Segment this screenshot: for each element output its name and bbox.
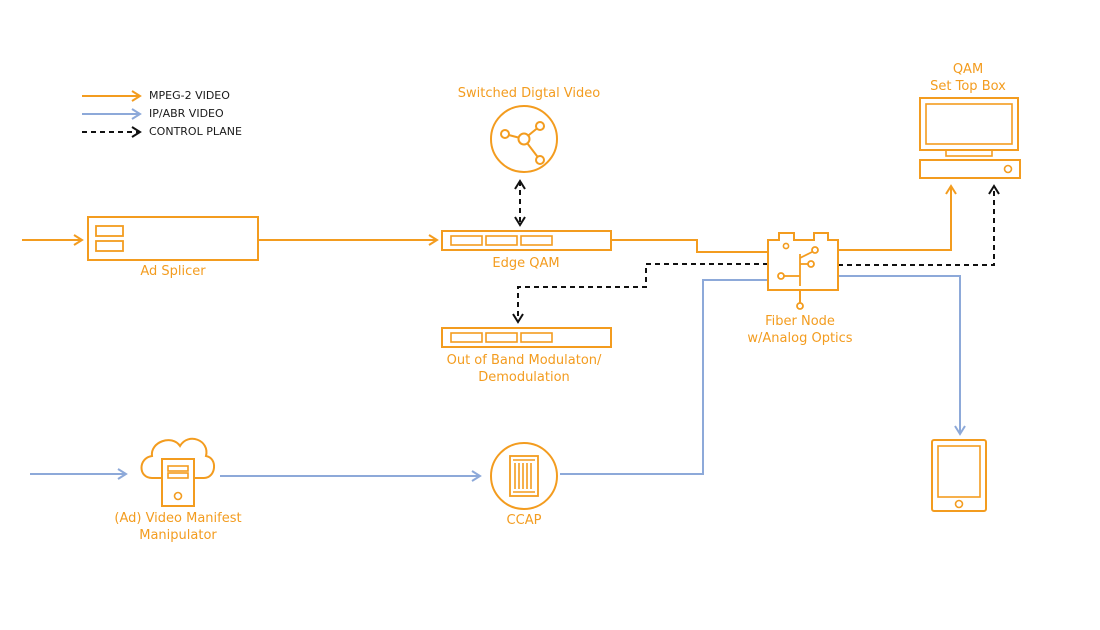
legend-mpeg2-label: MPEG-2 VIDEO [149, 89, 230, 102]
ad-splicer-icon [87, 216, 259, 261]
legend-ip-label: IP/ABR VIDEO [149, 107, 224, 120]
fiber-node-to-tablet-line [838, 275, 966, 436]
fiber-node-to-stb-control-line [838, 184, 1000, 266]
qam-stb-label-line1: QAM [952, 62, 984, 77]
fiber-node-label-line1: Fiber Node [765, 314, 835, 329]
ad-splicer-label: Ad Splicer [140, 264, 206, 279]
edge-qam-label: Edge QAM [492, 256, 560, 271]
edge-qam-to-fiber-node-line [611, 239, 768, 253]
oob-modulation-label-line1: Out of Band Modulaton/ [446, 353, 602, 368]
ccap-to-fiber-node-line [560, 279, 768, 475]
fiber-node-icon [767, 232, 839, 310]
fiber-node-to-stb-line [838, 184, 957, 251]
tablet-icon [931, 439, 987, 512]
fiber-node-to-oob-control-line [512, 263, 768, 324]
manifest-manipulator-label-line1: (Ad) Video Manifest [114, 511, 242, 526]
monitor-set-top-box-icon [919, 97, 1021, 179]
edge-qam-icon [441, 230, 612, 251]
qam-stb-label-line2: Set Top Box [930, 79, 1006, 94]
manifest-manipulator-label-line2: Manipulator [139, 528, 217, 543]
fiber-node-label-line2: w/Analog Optics [747, 331, 853, 346]
legend-control-label: CONTROL PLANE [149, 125, 242, 138]
ccap-label: CCAP [506, 513, 542, 528]
share-network-icon [490, 105, 558, 173]
switched-digital-video-label: Switched Digtal Video [457, 86, 601, 101]
cloud-server-icon [140, 437, 215, 507]
oob-modulation-label-line2: Demodulation [478, 370, 570, 385]
ccap-chassis-icon [490, 442, 558, 510]
oob-modulation-icon [441, 327, 612, 348]
